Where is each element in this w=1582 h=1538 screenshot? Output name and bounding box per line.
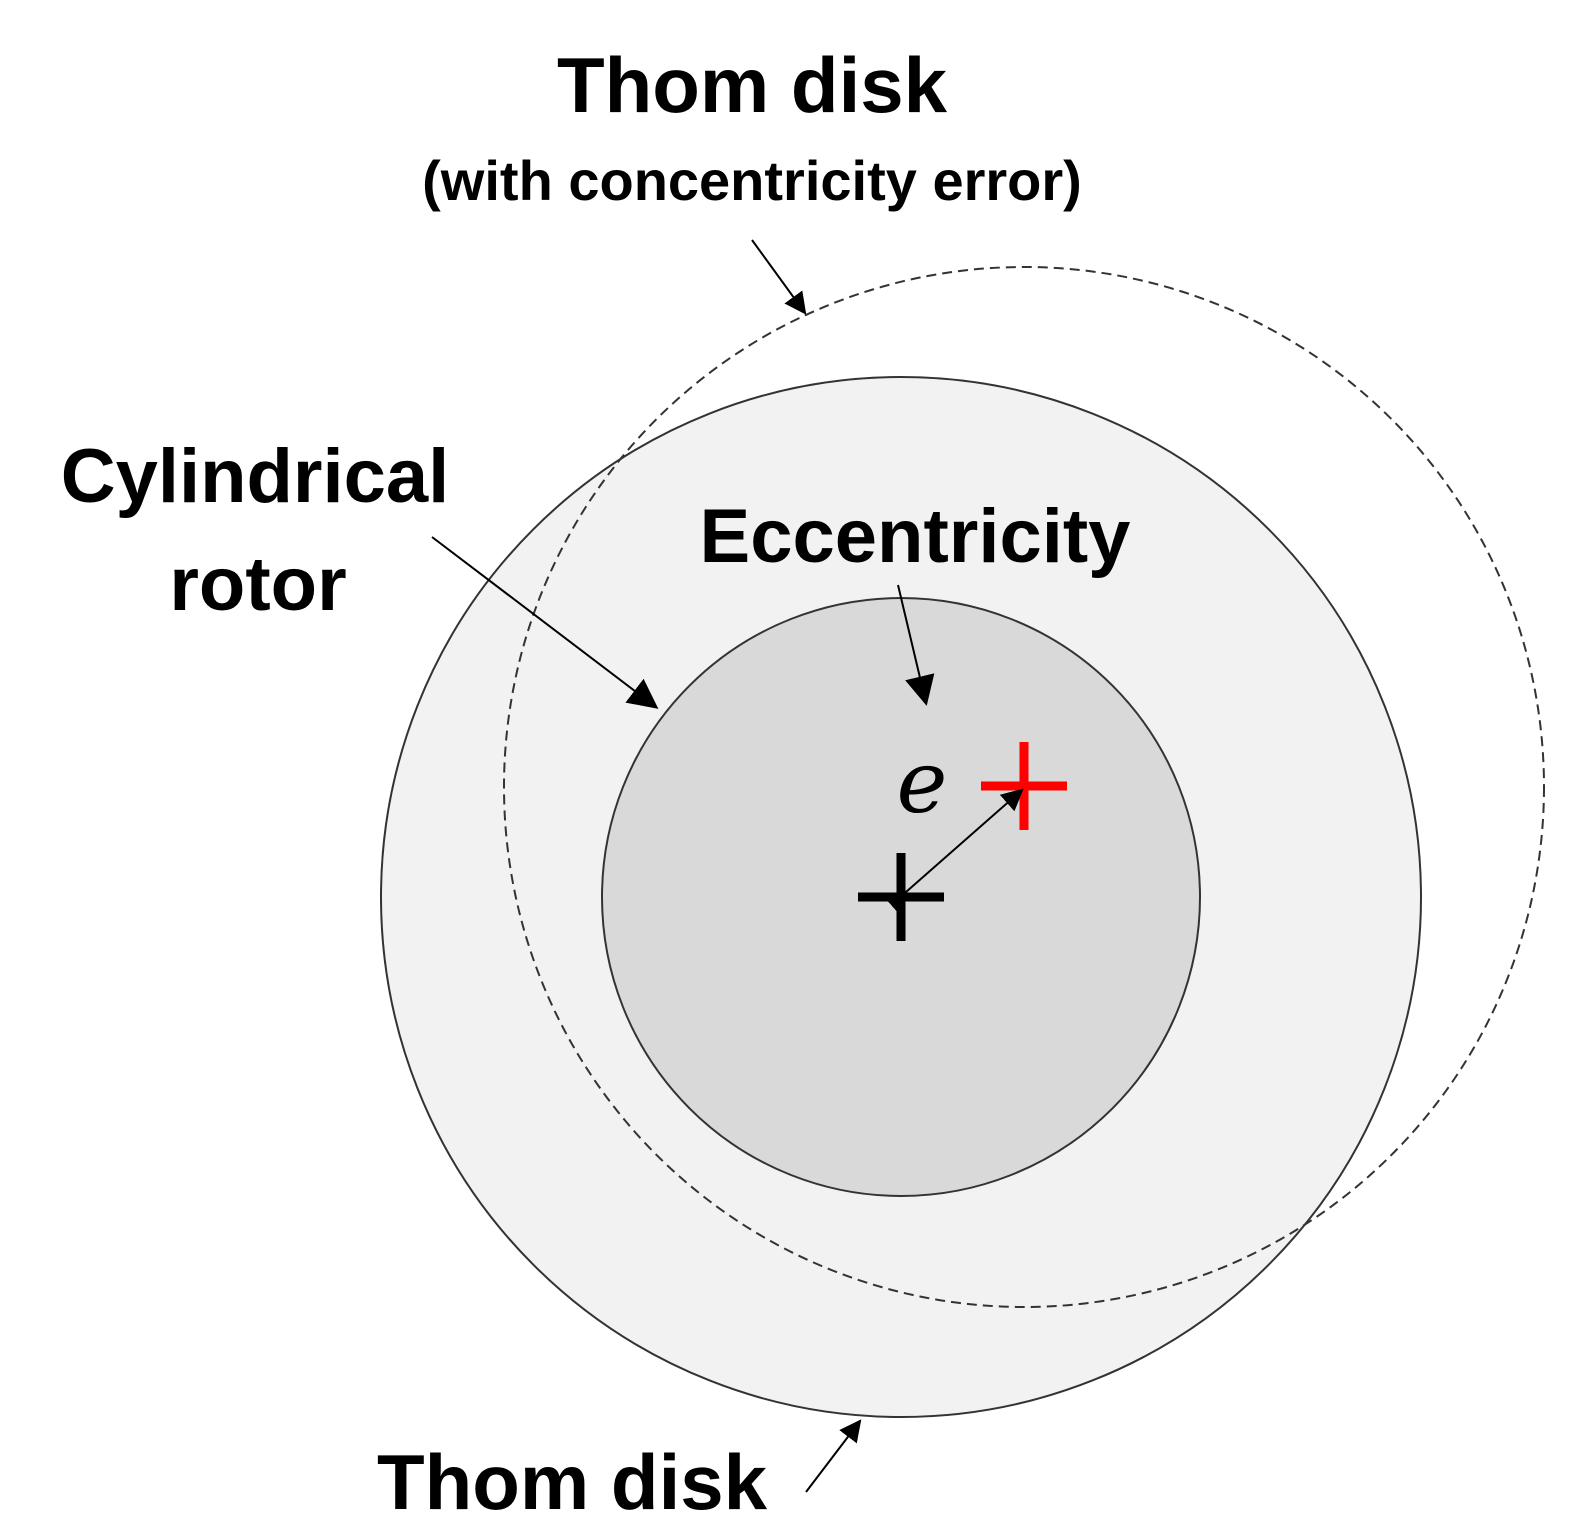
thom-disk-error-title: Thom disk [557,41,948,129]
cylindrical-rotor-leader-arrow [431,536,659,709]
thom-disk-error-dashed-circle [503,266,1545,1308]
thom-disk-label: Thom disk [377,1438,768,1526]
thom-disk-error-subtitle: (with concentricity error) [422,149,1082,212]
eccentricity-label: Eccentricity [700,494,1131,579]
offset-center-cross [981,742,1067,830]
thom-disk-leader-arrow [805,1419,862,1493]
cylindrical-rotor-label-line1: Cylindrical [61,434,450,519]
eccentricity-vector-arrow [883,788,1024,914]
thom-disk-error-leader-arrow [751,239,807,315]
cylindrical-rotor-label-line2: rotor [169,542,346,627]
eccentricity-leader-arrow [897,584,935,706]
eccentricity-symbol: e [897,733,948,833]
